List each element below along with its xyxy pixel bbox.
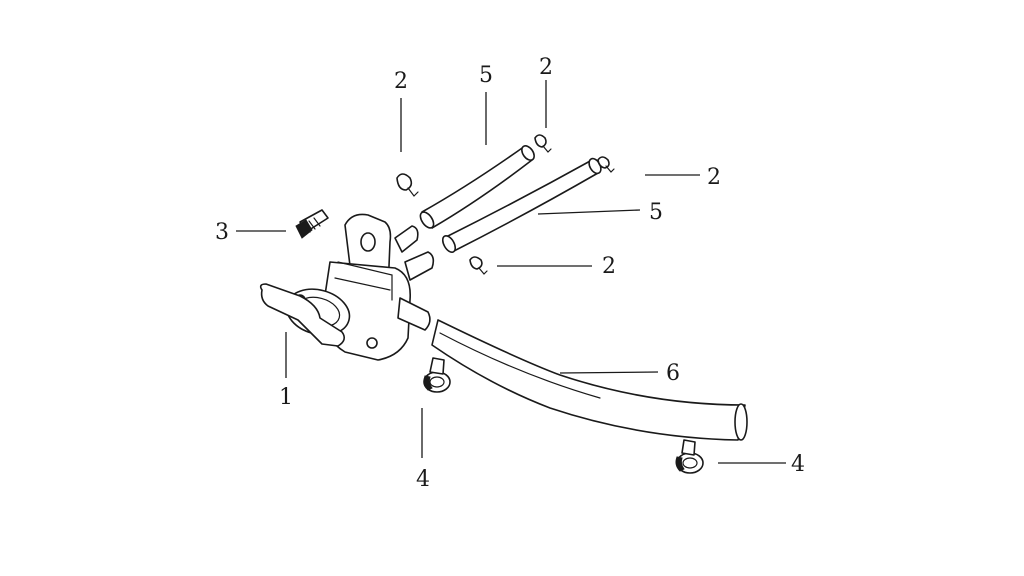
callout-5-top: 5 [479,63,493,88]
clamp-part-b [675,439,704,474]
clip-part-c [597,156,615,173]
leader-lines [236,80,786,464]
callout-4-left: 4 [416,467,430,492]
callout-1: 1 [279,385,293,410]
fuel-hose-part [431,319,748,441]
callout-2-top-right: 2 [539,55,553,80]
upper-hose-part [419,145,535,229]
callout-5-right: 5 [649,200,663,225]
clamp-part-a [423,357,451,393]
callout-3: 3 [215,220,229,245]
fuel-valve-part [259,213,435,361]
callout-2-top-left: 2 [394,69,408,94]
bolt-part [295,209,329,239]
callout-6: 6 [666,361,680,386]
clip-part-d [469,256,488,275]
clip-part-a [396,173,419,197]
callout-2-right: 2 [707,165,721,190]
callout-2-middle: 2 [602,254,616,279]
clip-part-b [534,134,552,153]
callout-4-right: 4 [791,452,805,477]
